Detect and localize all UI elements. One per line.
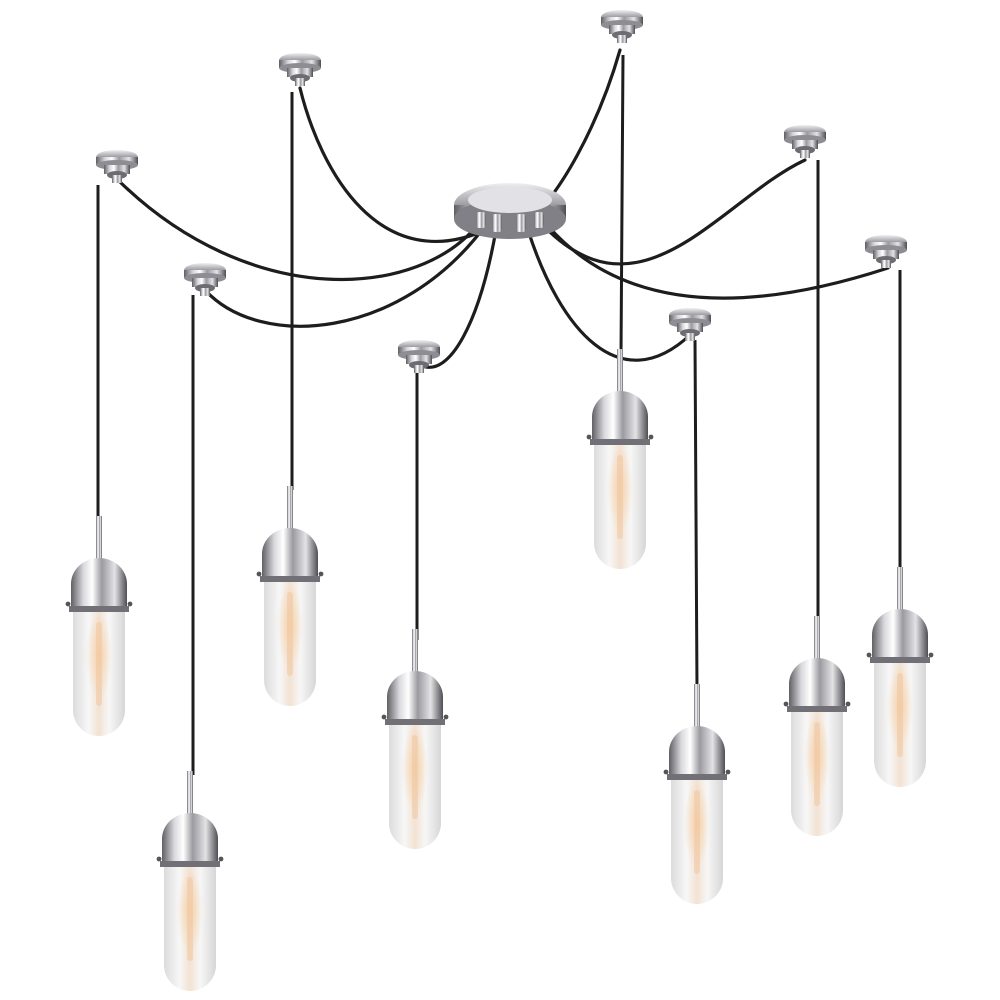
swag-cords — [116, 48, 890, 369]
central-canopy — [454, 183, 566, 239]
pendant-lights — [65, 349, 934, 991]
drop-cords — [96, 54, 902, 775]
